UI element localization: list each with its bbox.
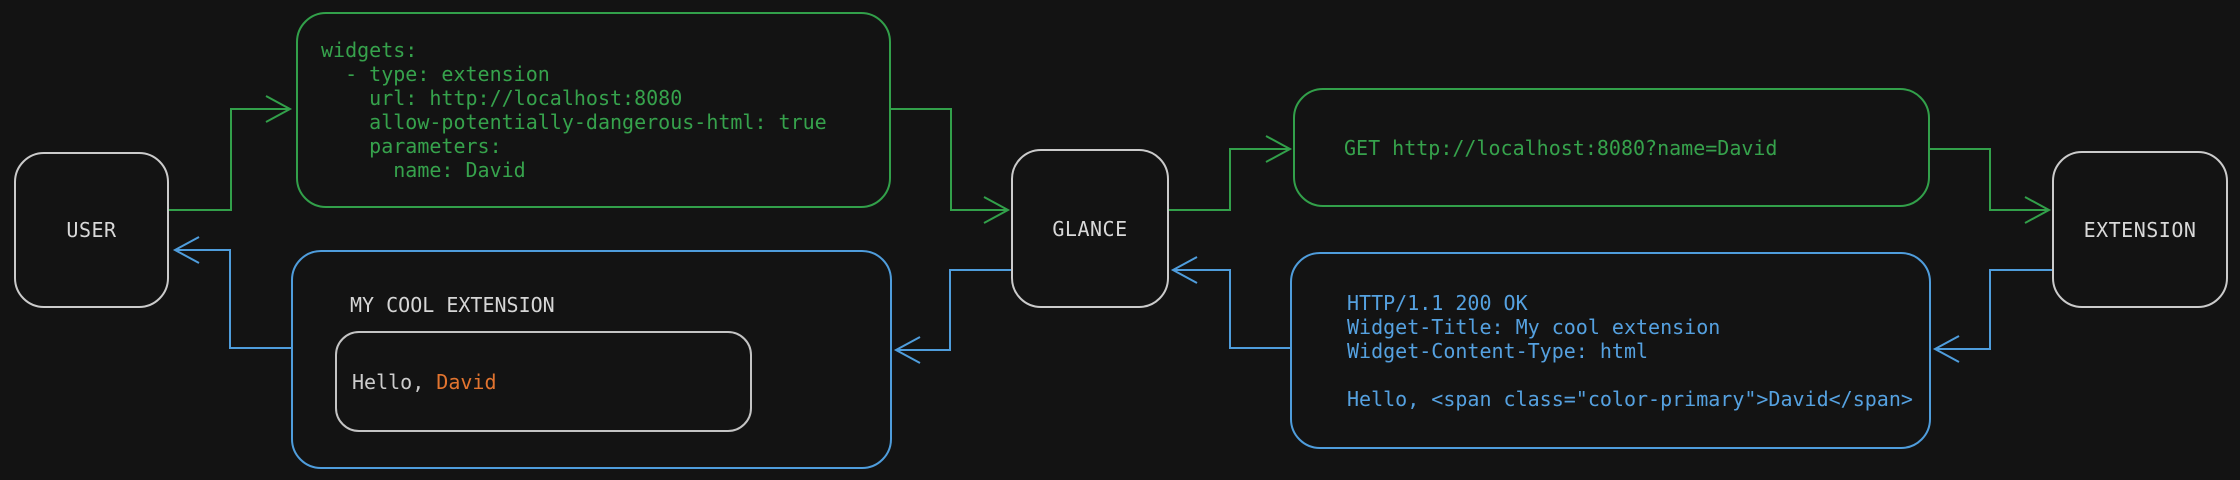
glance-node-label: GLANCE — [1052, 216, 1128, 241]
arrow-glance-to-widget — [893, 269, 1011, 364]
yaml-config-code: widgets: - type: extension url: http://l… — [321, 38, 827, 182]
user-node-label: USER — [66, 218, 117, 242]
http-response-code: HTTP/1.1 200 OK Widget-Title: My cool ex… — [1347, 290, 1913, 411]
widget-title: MY COOL EXTENSION — [350, 293, 555, 317]
arrow-request-to-extension — [1930, 148, 2052, 224]
arrow-config-to-glance — [891, 108, 1011, 224]
user-node: USER — [14, 152, 169, 308]
arrow-glance-to-request — [1169, 135, 1293, 211]
extension-node: EXTENSION — [2052, 151, 2228, 308]
arrow-widget-to-user — [172, 236, 291, 349]
hello-text: Hello, — [352, 369, 437, 394]
arrow-response-to-glance — [1170, 256, 1290, 349]
arrow-user-to-config — [169, 95, 293, 211]
arrow-extension-to-response — [1932, 269, 2052, 363]
extension-node-label: EXTENSION — [2083, 217, 2197, 242]
hello-name-highlight: David — [436, 369, 497, 394]
widget-preview-box: MY COOL EXTENSION Hello, David — [291, 250, 892, 469]
http-request-text: GET http://localhost:8080?name=David — [1344, 135, 1778, 160]
widget-content-box: Hello, David — [335, 331, 752, 432]
glance-node: GLANCE — [1011, 149, 1169, 308]
http-request-box: GET http://localhost:8080?name=David — [1293, 88, 1930, 207]
yaml-config-box: widgets: - type: extension url: http://l… — [296, 12, 891, 208]
http-response-box: HTTP/1.1 200 OK Widget-Title: My cool ex… — [1290, 252, 1931, 449]
